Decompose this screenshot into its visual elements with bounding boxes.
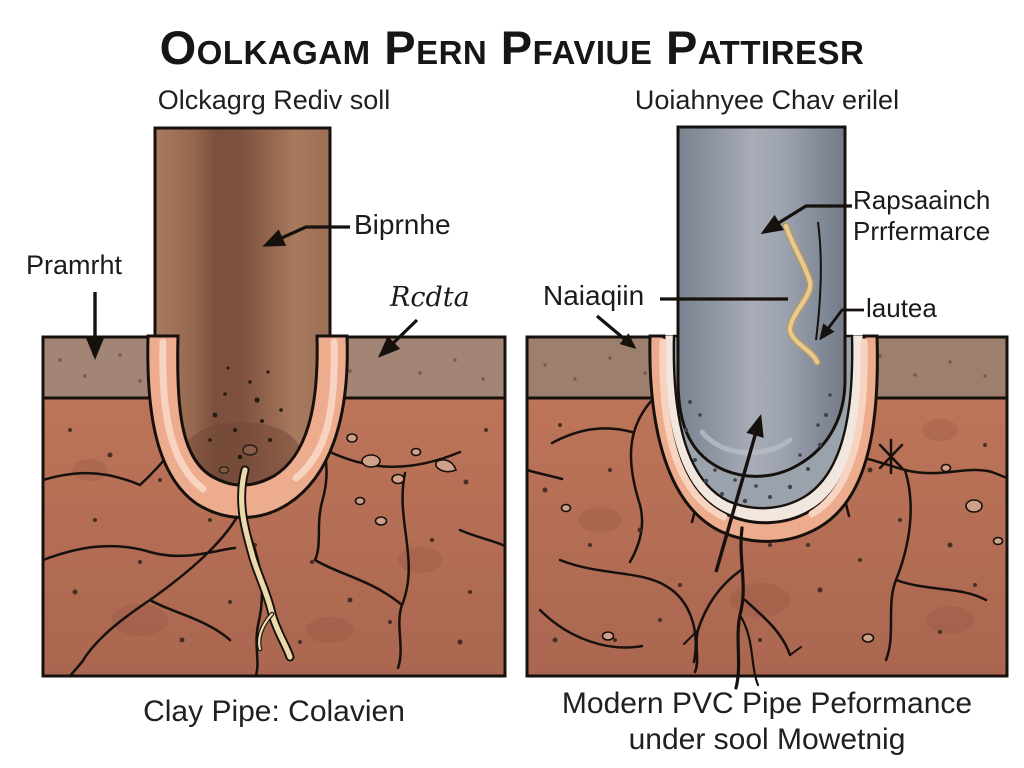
right-soil-speckles xyxy=(542,423,987,643)
root-through-joint xyxy=(237,465,295,662)
label-soil-left: Rcdta xyxy=(390,282,470,313)
soil-movement-arrow xyxy=(714,414,764,573)
gravel-speckles xyxy=(683,393,832,504)
biprnhe-leader-arrow xyxy=(262,225,350,247)
label-crack-performance: Rapsaainch Prrfermarce xyxy=(853,185,991,247)
right-soil-stones xyxy=(560,463,1004,643)
label-joint-right: lautea xyxy=(866,293,937,323)
rapsaainch-leader-arrow xyxy=(760,204,852,235)
rcdta-arrow xyxy=(378,318,419,358)
naiaqiin-arrow xyxy=(595,314,637,349)
pvc-pipe-sheen xyxy=(699,429,793,456)
right-panel-caption: Modern PVC Pipe Peformance under sool Mo… xyxy=(561,687,973,756)
pvc-pipe-panel xyxy=(525,125,1009,690)
clay-bell-highlight-left xyxy=(159,338,207,493)
right-band-speckles xyxy=(543,354,987,381)
right-panel-subtitle: Uoiahnyee Chav erilel xyxy=(634,85,900,115)
left-soil-stones xyxy=(346,433,457,526)
lautea-leader-arrow xyxy=(819,308,864,341)
pipe-flex-crack xyxy=(782,222,821,366)
left-panel-subtitle: Olckagrg Rediv soll xyxy=(157,85,391,115)
deep-roots xyxy=(683,526,802,690)
clay-bell-socket xyxy=(146,334,349,519)
clay-pipe-inner-shadow xyxy=(184,422,300,482)
left-surface-band-right xyxy=(318,335,507,400)
left-panel-caption: Clay Pipe: Colavien xyxy=(143,695,405,728)
label-clay-pipe: Biprnhe xyxy=(354,209,451,240)
diagram-title: Oolkagam Pern Pfaviue Pattiresr xyxy=(159,21,865,74)
label-soil-right: Naiaqiin xyxy=(543,280,645,311)
pipe-wall-hairline xyxy=(815,221,822,341)
right-soil-shading xyxy=(578,419,974,634)
clay-pipe-panel xyxy=(41,126,507,678)
clay-pipe-debris xyxy=(208,366,283,474)
clay-bell-highlight-right xyxy=(292,338,338,482)
label-surface-left: Pramrht xyxy=(26,250,123,280)
pvc-rim-highlight-left xyxy=(659,338,728,521)
pvc-rim-highlight-right xyxy=(808,338,868,518)
